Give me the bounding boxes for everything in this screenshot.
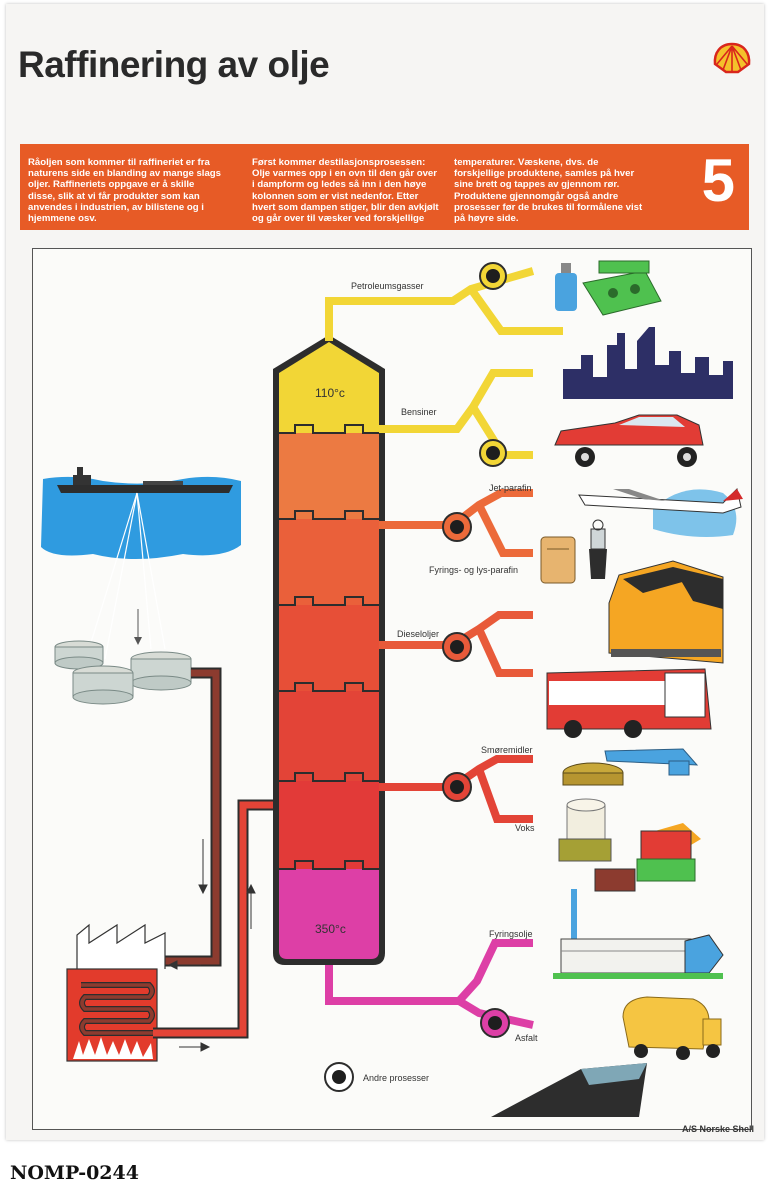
distillation-column: 110°c 350°c (273, 335, 385, 965)
intro-text-2: Først kommer destilasjonsprosessen: Olje… (252, 157, 439, 225)
product-label-fyrings-parafin: Fyrings- og lys-parafin (429, 565, 518, 575)
product-label-fyringsolje: Fyringsolje (489, 929, 533, 939)
intro-text-1: Råoljen som kommer til raffineriet er fr… (28, 157, 221, 225)
train-icon (608, 560, 724, 664)
page-title: Raffinering av olje (18, 44, 330, 85)
product-label-dieseloljer: Dieseloljer (397, 629, 439, 639)
legend-label: Andre prosesser (363, 1073, 429, 1083)
airplane-icon (578, 488, 743, 537)
furnace-icon (66, 923, 166, 1062)
diagram-frame: 110°c 350°c (32, 248, 752, 1130)
intro-text-3: temperaturer. Væskene, dvs. de forskjell… (454, 157, 643, 225)
refinery-diagram: 110°c 350°c (41, 260, 743, 1117)
storage-tanks-icon (54, 640, 192, 705)
candle-icon (558, 798, 701, 892)
product-label-jet-parafin: Jet-parafin (489, 483, 532, 493)
top-temperature: 110°c (315, 386, 345, 400)
factory-icon (553, 889, 724, 979)
product-label-smoremidler: Smøremidler (481, 745, 533, 755)
intro-band: Råoljen som kommer til raffineriet er fr… (20, 144, 749, 230)
product-label-asfalt: Asfalt (515, 1033, 538, 1043)
publisher-credit: A/S Norske Shell (682, 1124, 755, 1134)
heater-lantern-icon (540, 519, 607, 584)
road-tanker-icon (491, 996, 722, 1117)
car-icon (554, 414, 704, 467)
grease-icon (562, 748, 699, 786)
step-number: 5 (701, 147, 735, 214)
bottom-temperature: 350°c (315, 922, 346, 936)
product-label-petroleumsgasser: Petroleumsgasser (351, 281, 424, 291)
shell-logo-icon (713, 42, 751, 74)
legend: Andre prosesser (324, 1062, 429, 1092)
product-label-bensiner: Bensiner (401, 407, 437, 417)
city-skyline-icon (563, 327, 733, 399)
gas-stove-icon (555, 260, 662, 316)
crude-oil-ship-icon (41, 467, 241, 660)
process-nodes (442, 262, 510, 1038)
poster: Raffinering av olje Råoljen som kommer t… (6, 4, 764, 1140)
product-label-voks: Voks (515, 823, 535, 833)
archive-id: NOMP-0244 (10, 1162, 139, 1184)
bus-icon (546, 668, 712, 738)
